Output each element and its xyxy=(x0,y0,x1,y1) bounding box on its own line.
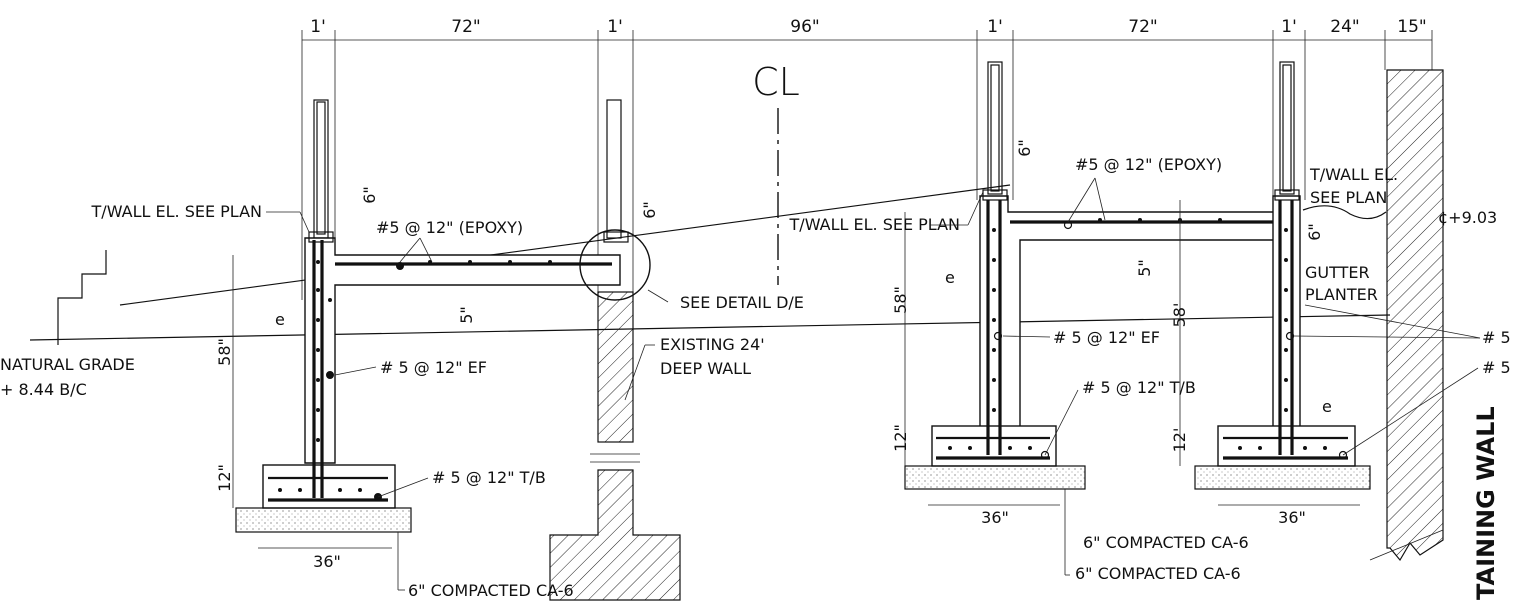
right-footing-bars-label: # 5 @ 12" T/B xyxy=(1082,378,1196,397)
grade-line-lower xyxy=(29,314,1391,341)
dim-72in-a: 72" xyxy=(451,17,480,37)
retaining-wall-label: TAINING WALL xyxy=(1472,406,1500,600)
right-e-label: e xyxy=(945,268,955,287)
centerline-label: CL xyxy=(752,60,800,104)
callout-5b-label: # 5 xyxy=(1482,358,1511,377)
callout-5a-label: # 5 xyxy=(1482,328,1511,347)
right-tw2-label-b: SEE PLAN xyxy=(1310,188,1387,207)
right-dim-6a-label: 6" xyxy=(1015,139,1034,157)
left-footing-label: 12" xyxy=(215,464,234,492)
right-height-b-label: 58' xyxy=(1170,303,1189,328)
left-top-bars-label: #5 @ 12" (EPOXY) xyxy=(376,218,523,237)
left-slab-5in-label: 5" xyxy=(457,306,476,324)
right-slab-5in-label: 5" xyxy=(1135,259,1154,277)
top-dimension-string xyxy=(301,30,1433,300)
right-base-b-label: 6" COMPACTED CA-6 xyxy=(1075,564,1241,583)
right-footing-b-label: 12' xyxy=(1170,428,1189,453)
dim-96in: 96" xyxy=(790,17,819,37)
existing-wall-label-1: EXISTING 24' xyxy=(660,335,765,354)
dim-1ft-b: 1' xyxy=(607,17,623,37)
right-base-a-label: 6" COMPACTED CA-6 xyxy=(1083,533,1249,552)
right-top-of-wall-label: T/WALL EL. SEE PLAN xyxy=(789,215,960,234)
right-top-bars-label: #5 @ 12" (EPOXY) xyxy=(1075,155,1222,174)
elevation-label: ¢+9.03 xyxy=(1438,208,1497,227)
right-wall-section-b xyxy=(1179,61,1387,506)
right-dim-6b-label: 6" xyxy=(1305,223,1324,241)
right-e-label-2: e xyxy=(1322,397,1332,416)
see-detail-label: SEE DETAIL D/E xyxy=(680,293,804,312)
left-e-label: e xyxy=(275,310,285,329)
left-top-of-wall-label: T/WALL EL. SEE PLAN xyxy=(91,202,262,221)
dim-72in-b: 72" xyxy=(1128,17,1157,37)
natural-grade-label: NATURAL GRADE xyxy=(0,355,135,374)
left-wall-section xyxy=(57,99,621,549)
left-wall-6in-label: 6" xyxy=(360,186,379,204)
gutter-label: GUTTER xyxy=(1305,263,1370,282)
left-footing-width-label: 36" xyxy=(313,552,341,571)
right-footing-width-a-label: 36" xyxy=(981,508,1009,527)
right-height-a-label: 58" xyxy=(891,286,910,314)
left-wall-bars-label: # 5 @ 12" EF xyxy=(380,358,487,377)
dim-15in: 15" xyxy=(1397,17,1426,37)
dim-1ft-c: 1' xyxy=(987,17,1003,37)
planter-label: PLANTER xyxy=(1305,285,1378,304)
existing-wall-label-2: DEEP WALL xyxy=(660,359,751,378)
dim-1ft-a: 1' xyxy=(310,17,326,37)
left-base-label: 6" COMPACTED CA-6 xyxy=(408,581,574,600)
existing-wall xyxy=(549,99,681,601)
natural-grade-elev-label: + 8.44 B/C xyxy=(0,380,87,399)
right-footing-a-label: 12" xyxy=(891,424,910,452)
left-height-label: 58" xyxy=(215,338,234,366)
right-footing-width-b-label: 36" xyxy=(1278,508,1306,527)
right-tw2-label-a: T/WALL EL. xyxy=(1309,165,1398,184)
retaining-wall xyxy=(1369,69,1444,562)
dim-1ft-d: 1' xyxy=(1281,17,1297,37)
dim-24in: 24" xyxy=(1330,17,1359,37)
left-post-6in-label: 6" xyxy=(640,201,659,219)
left-footing-bars-label: # 5 @ 12" T/B xyxy=(432,468,546,487)
right-wall-section-a xyxy=(904,61,1291,506)
right-wall-bars-label: # 5 @ 12" EF xyxy=(1053,328,1160,347)
grade-line-upper xyxy=(119,184,1011,306)
